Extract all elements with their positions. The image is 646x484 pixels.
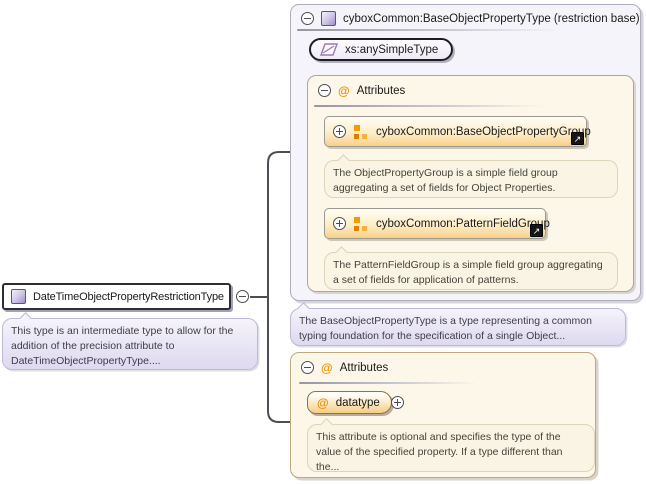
- attributes-label: Attributes: [356, 84, 406, 97]
- base-type-description-text: The BaseObjectPropertyType is a type rep…: [299, 315, 592, 342]
- attributes-label: Attributes: [339, 361, 389, 374]
- attributes-header: @ Attributes: [301, 361, 388, 374]
- attribute-group-icon: [354, 124, 368, 139]
- attribute-group-baseobjectpropertygroup[interactable]: cyboxCommon:BaseObjectPropertyGroup ↗: [324, 116, 591, 147]
- note-pointer: [337, 154, 350, 167]
- note-pointer: [320, 418, 333, 431]
- group-description-note: The PatternFieldGroup is a simple field …: [324, 246, 618, 290]
- attribute-at-icon: @: [317, 395, 329, 410]
- attribute-description-note: This attribute is optional and specifies…: [307, 418, 595, 473]
- attribute-pill-datatype[interactable]: @ datatype: [307, 391, 392, 414]
- collapse-toggle-base-panel[interactable]: [301, 12, 314, 25]
- attribute-group-name: cyboxCommon:BaseObjectPropertyGroup: [376, 125, 591, 138]
- node-datetime-object-property-restriction-type[interactable]: DateTimeObjectPropertyRestrictionType: [2, 283, 231, 310]
- expand-toggle-group[interactable]: [333, 217, 346, 230]
- attribute-group-name: cyboxCommon:PatternFieldGroup: [376, 217, 550, 230]
- local-attributes-panel: @ Attributes @ datatype This attribute i…: [290, 352, 596, 478]
- header-divider: [314, 105, 544, 107]
- complex-type-icon: [11, 289, 26, 304]
- base-panel-header: cyboxCommon:BaseObjectPropertyType (rest…: [301, 11, 640, 26]
- attribute-at-icon: @: [321, 360, 333, 375]
- group-description-text: The ObjectPropertyGroup is a simple fiel…: [333, 167, 558, 194]
- base-type-description-note: The BaseObjectPropertyType is a type rep…: [290, 302, 626, 346]
- simple-type-icon: [320, 43, 338, 56]
- attribute-description-text: This attribute is optional and specifies…: [316, 431, 563, 473]
- base-type-pill-anysimpletype[interactable]: xs:anySimpleType: [309, 38, 454, 61]
- go-to-definition-icon[interactable]: ↗: [530, 224, 543, 237]
- left-node-description-note: This type is an intermediate type to all…: [2, 312, 258, 370]
- collapse-toggle-attributes[interactable]: [318, 84, 331, 97]
- attribute-group-patternfieldgroup[interactable]: cyboxCommon:PatternFieldGroup ↗: [324, 208, 550, 239]
- collapse-toggle-attributes[interactable]: [301, 361, 314, 374]
- group-description-text: The PatternFieldGroup is a simple field …: [333, 259, 603, 286]
- node-title: DateTimeObjectPropertyRestrictionType: [33, 290, 224, 303]
- complex-type-icon: [321, 11, 336, 26]
- left-node-description-text: This type is an intermediate type to all…: [11, 325, 234, 367]
- attribute-at-icon: @: [338, 83, 350, 98]
- note-pointer: [335, 246, 348, 259]
- collapse-toggle-left-node[interactable]: [236, 290, 249, 303]
- base-type-panel: cyboxCommon:BaseObjectPropertyType (rest…: [290, 4, 641, 301]
- attribute-group-icon: [354, 216, 368, 231]
- base-type-label: xs:anySimpleType: [345, 43, 439, 56]
- base-attributes-section: @ Attributes cyboxCommon:BaseObjectPrope…: [307, 75, 634, 292]
- attribute-name: datatype: [335, 396, 380, 409]
- go-to-definition-icon[interactable]: ↗: [571, 132, 584, 145]
- attributes-header: @ Attributes: [318, 84, 405, 97]
- expand-toggle-datatype[interactable]: [391, 396, 404, 409]
- header-divider: [297, 29, 561, 31]
- expand-toggle-group[interactable]: [333, 125, 346, 138]
- base-panel-title: cyboxCommon:BaseObjectPropertyType (rest…: [343, 12, 640, 25]
- header-divider: [299, 382, 477, 384]
- group-description-note: The ObjectPropertyGroup is a simple fiel…: [324, 154, 618, 198]
